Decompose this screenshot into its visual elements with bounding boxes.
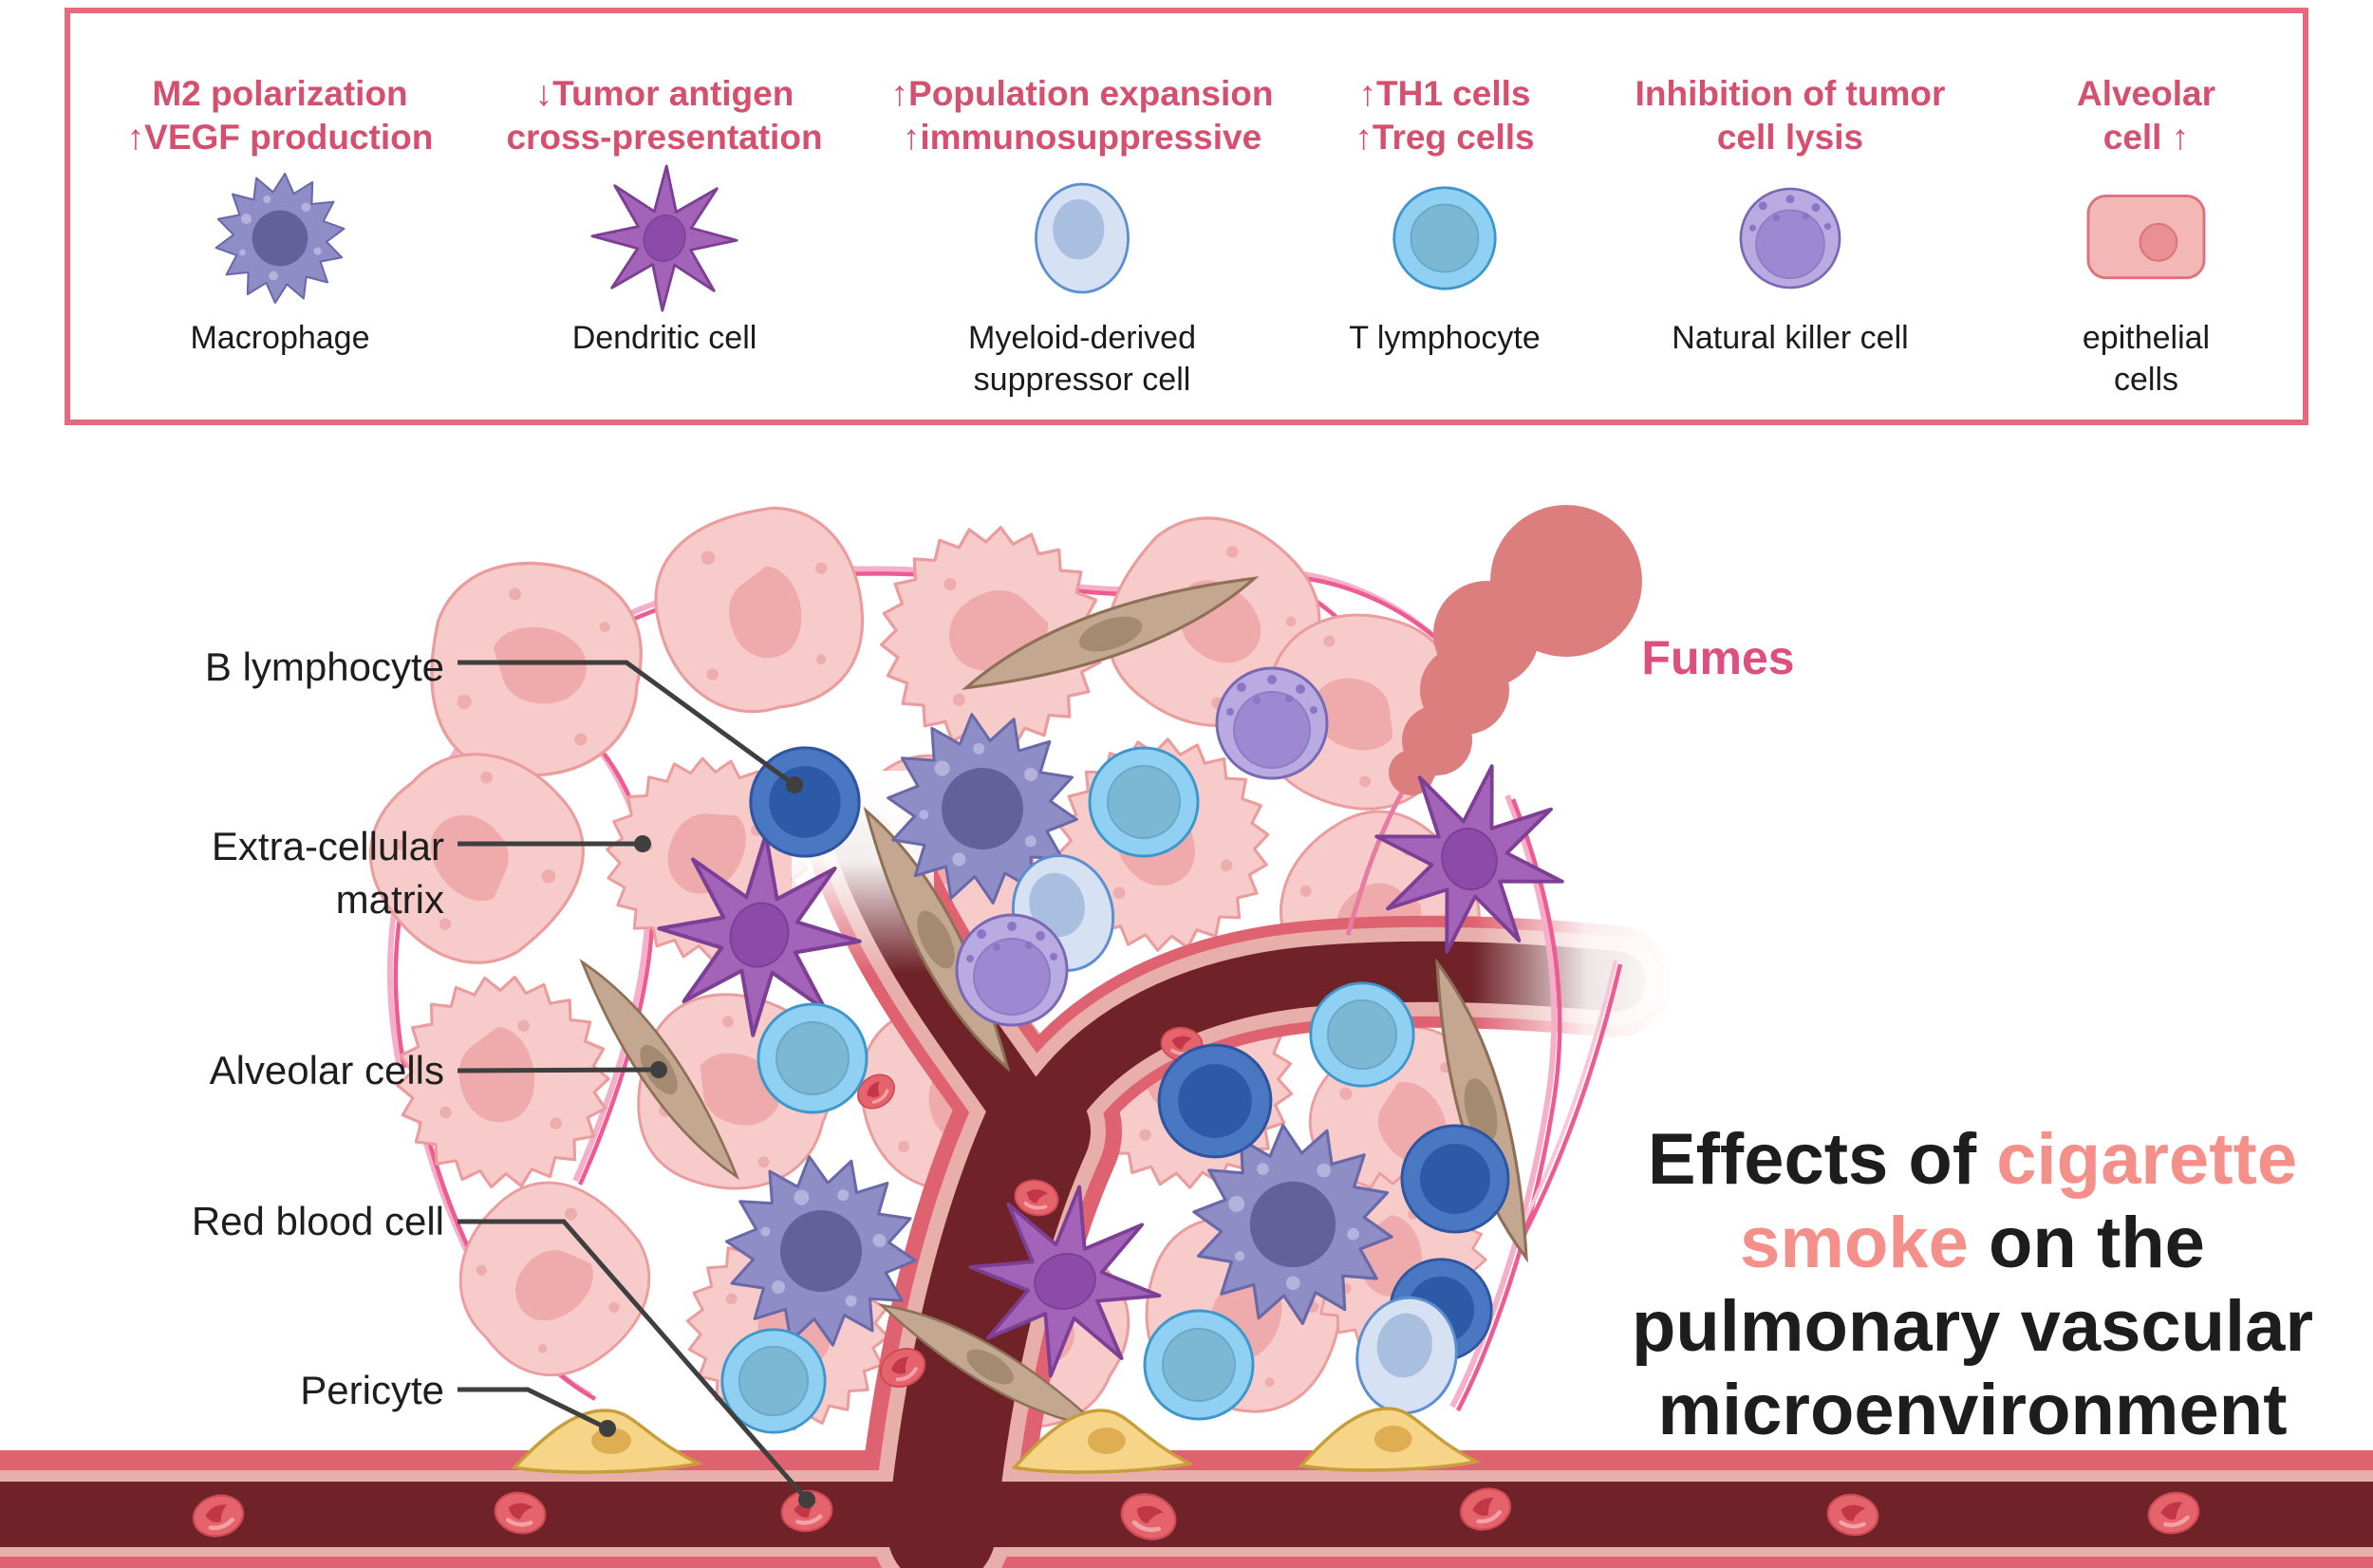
title-accent-smoke: smoke — [1740, 1203, 1969, 1283]
legend-label: Dendritic cell — [571, 320, 757, 356]
annotation-red-blood-cell: Red blood cell — [191, 1199, 444, 1243]
legend-caption: Alveolar cell ↑ — [2076, 74, 2215, 157]
legend-caption: ↓Tumor antigen cross-presentation — [506, 74, 823, 157]
legend-box: M2 polarization ↑VEGF production Macroph… — [65, 8, 2308, 425]
leader-b-lymphocyte — [458, 660, 796, 788]
nk-cell — [1215, 666, 1329, 780]
annotation-alveolar-cells: Alveolar cells — [209, 1048, 444, 1092]
legend-label: Myeloid-derived suppressor cell — [968, 320, 1196, 398]
legend-label: Natural killer cell — [1672, 320, 1909, 356]
t-lymphocyte-cell — [1088, 746, 1200, 858]
title-text: pulmonary vascular — [1631, 1286, 2314, 1367]
leader-dots — [599, 776, 815, 1508]
legend-item-dendritic-cell: ↓Tumor antigen cross-presentation Dendri… — [465, 13, 864, 420]
legend-caption: ↑Population expansion ↑immunosuppressive — [890, 74, 1274, 157]
legend-item-macrophage: M2 polarization ↑VEGF production Macroph… — [81, 13, 479, 420]
legend-item-mdsc: ↑Population expansion ↑immunosuppressive… — [883, 13, 1281, 420]
t-lymphocyte-cell — [1143, 1309, 1255, 1421]
title-text: microenvironment — [1657, 1370, 2288, 1450]
legend-caption: M2 polarization ↑VEGF production — [126, 74, 434, 157]
legend-item-t-lymphocyte: ↑TH1 cells ↑Treg cells T lymphocyte — [1245, 13, 1644, 420]
b-lymphocyte-cell — [1157, 1043, 1273, 1159]
title-accent-cigarette: cigarette — [1996, 1119, 2298, 1200]
legend-label: Macrophage — [190, 320, 370, 356]
leader-pericyte — [458, 1387, 609, 1431]
figure-title: Effects of cigarette smoke on the pulmon… — [1545, 1118, 2373, 1452]
t-lymphocyte-cell — [757, 1002, 869, 1114]
title-text: Effects of — [1647, 1119, 1997, 1200]
legend-label: epithelial cells — [2082, 320, 2211, 398]
title-text: on the — [1968, 1203, 2205, 1283]
t-lymphocyte-cell — [1309, 981, 1415, 1088]
smoke-cloud — [1345, 505, 1642, 936]
legend-caption: Inhibition of tumor cell lysis — [1635, 74, 1946, 157]
annotation-pericyte: Pericyte — [300, 1368, 444, 1412]
legend-label: T lymphocyte — [1349, 320, 1541, 356]
nk-cell — [955, 913, 1069, 1027]
annotation-b-lymphocyte: B lymphocyte — [204, 644, 444, 689]
b-lymphocyte-cell — [1400, 1124, 1510, 1234]
leader-red-blood-cell — [458, 1219, 809, 1502]
legend-caption: ↑TH1 cells ↑Treg cells — [1355, 74, 1535, 157]
legend-item-epithelial-cells: Alveolar cell ↑ epithelial cells — [1947, 13, 2345, 420]
fumes-label: Fumes — [1641, 631, 1795, 684]
leader-lines — [457, 660, 809, 1502]
legend-item-nk-cell: Inhibition of tumor cell lysis Natural k… — [1591, 13, 1990, 420]
annotation-extracellular-matrix: Extra-cellular matrix — [211, 824, 444, 922]
leader-alveolar-cells — [457, 1067, 660, 1073]
